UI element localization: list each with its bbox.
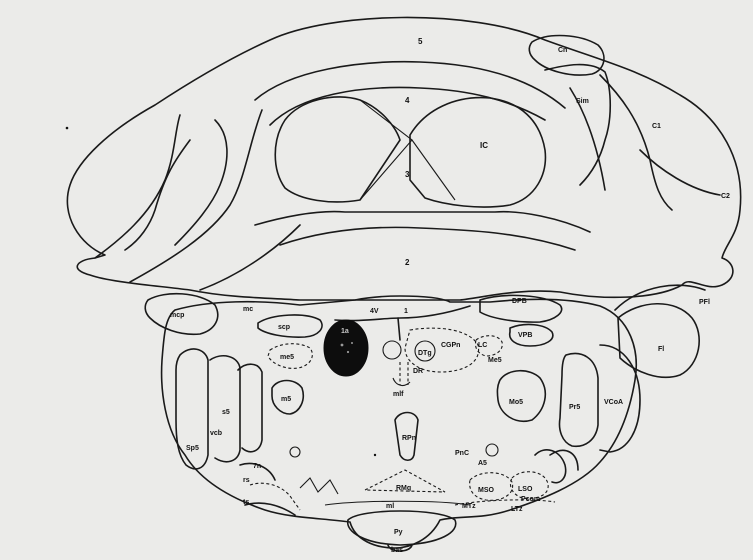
label-4v: 4V [370,308,379,315]
pr5-region [560,354,599,447]
label-ltz: LTz [511,506,523,513]
fourth-ventricle-lower [398,318,400,340]
label-ts: ts [243,499,249,506]
label-rpn: RPn [402,435,416,442]
label-mc: mc [243,306,253,313]
s5-left [238,364,262,451]
right-curl-2 [550,450,578,470]
inferior-colliculus-right [410,98,545,207]
lower-folds-left [300,478,338,494]
small-nucleus-left [290,447,300,457]
label-rs: rs [243,477,250,484]
flocculus [618,304,699,378]
label-a5: A5 [478,460,487,467]
label-mo5: Mo5 [509,399,523,406]
left-folium-3 [200,225,300,290]
label-mtz: MTz [462,503,476,510]
label-1: 1 [404,308,408,315]
dr-region [400,362,408,385]
label-lesion: 1a [341,328,349,335]
label-me5: me5 [280,354,294,361]
cgpn-region [405,328,479,372]
dtg-left [383,341,401,359]
inferior-colliculus-left [275,97,400,202]
lobule-4-boundary [270,87,545,125]
label-vcb: vcb [210,430,222,437]
label-vpb: VPB [518,332,532,339]
stray-dot [66,127,69,130]
mo5-region [497,371,545,421]
lesion-speck-3 [351,342,353,344]
label-pfl: PFl [699,299,710,306]
fourth-ventricle [335,306,470,321]
lobule-2-lower [280,227,575,250]
label-m5: m5 [281,396,291,403]
label-vcoa: VCoA [604,399,623,406]
label-dr: DR [413,368,423,375]
label-ic: IC [480,141,488,150]
label-dpb: DPB [512,298,527,305]
label-bas: bas [391,547,403,554]
label-sp5: Sp5 [186,445,199,452]
right-folium-1 [600,75,672,210]
label-dtg: DTg [418,350,432,357]
label-mlf: mlf [393,391,404,398]
label-cgpn: CGPn [441,342,460,349]
lobule-2-boundary [255,212,590,232]
label-pr5: Pr5 [569,404,580,411]
label-c1: C1 [652,123,661,130]
ic-divider [360,100,412,200]
label-3: 3 [405,170,410,179]
label-5: 5 [418,37,423,46]
lesion-speck-1 [341,344,344,347]
label-me5-nucleus: Me5 [488,357,502,364]
label-c2: C2 [721,193,730,200]
label-lso: LSO [518,486,533,493]
cerebellum-outline [67,17,740,300]
label-s5: s5 [222,409,230,416]
stray-dot-2 [374,454,376,456]
left-folium-2 [130,110,262,282]
label-pcom: Pcom [521,496,540,503]
a5-nucleus [486,444,498,456]
label-sim: Sim [576,98,589,105]
label-7n: 7n [253,463,261,470]
label-rmg: RMg [396,485,411,492]
label-fl: Fl [658,346,664,353]
lesion-speck-2 [347,351,349,353]
label-2: 2 [405,258,410,267]
label-mso: MSO [478,487,495,494]
label-cn: Cn [558,47,567,54]
lobule-5-boundary [255,62,565,108]
label-pnc: PnC [455,450,469,457]
label-scp: scp [278,324,290,331]
label-4: 4 [405,96,410,105]
left-lobe-5 [175,120,227,245]
label-mcp: mcp [170,312,184,319]
ml-tract [325,501,470,505]
label-ml: ml [386,503,394,510]
label-py: Py [394,529,403,536]
cn-lobule [529,36,604,76]
label-lc: LC [478,342,487,349]
